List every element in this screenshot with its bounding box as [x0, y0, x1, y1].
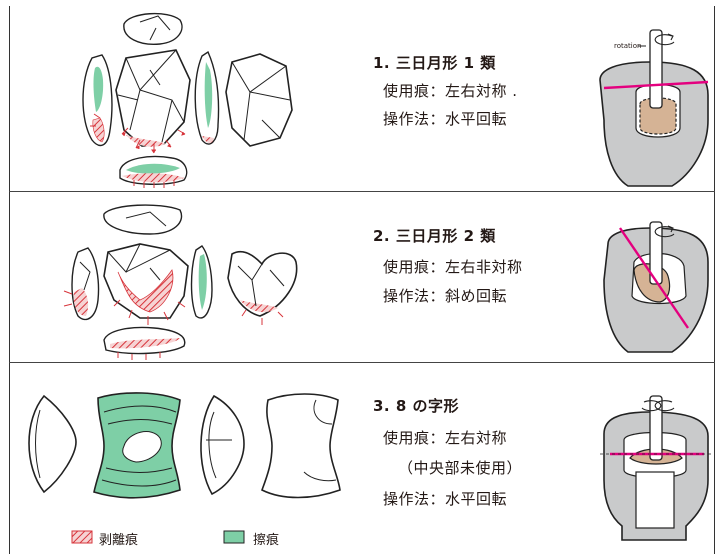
row3-note-text: （中央部未使用） — [398, 457, 522, 478]
row3-main-face-polished — [94, 393, 180, 498]
row2-bottom-view — [104, 328, 185, 354]
row3-back-face — [262, 394, 340, 498]
row2-main-face — [104, 244, 188, 318]
row1-bottom-view — [120, 157, 187, 185]
row1-main-face — [116, 50, 190, 147]
row1-right-profile — [195, 52, 218, 144]
row2-back-face — [228, 252, 297, 316]
row2-right-profile — [192, 246, 213, 318]
row3-right-profile — [201, 396, 244, 494]
row1-operation-text: 操作法：水平回転 — [383, 108, 507, 129]
row3-title: 3. 8 の字形 — [373, 395, 459, 416]
row3-wear-text: 使用痕：左右対称 — [383, 427, 507, 448]
row1-top-view — [124, 14, 182, 45]
row2-operation-text: 操作法：斜め回転 — [383, 285, 507, 306]
row2-title: 2. 三日月形 2 類 — [373, 225, 496, 246]
legend-polish-swatch — [224, 531, 244, 543]
row1-back-face — [226, 54, 292, 146]
row2-container-illustration — [604, 222, 708, 352]
row1-title: 1. 三日月形 1 類 — [373, 52, 496, 73]
row3-container-illustration — [600, 396, 714, 540]
rotation-label: rotation — [614, 42, 641, 50]
row2-top-view — [104, 205, 182, 234]
row3-operation-text: 操作法：水平回転 — [383, 488, 507, 509]
row2-left-profile — [72, 248, 99, 319]
legend-flake-swatch — [72, 531, 92, 543]
legend-flake-label: 剥離痕 — [99, 529, 138, 548]
row3-left-profile — [29, 396, 76, 492]
row2-wear-text: 使用痕：左右非対称 — [383, 256, 523, 277]
row1-left-profile — [83, 55, 112, 145]
legend-polish-label: 擦痕 — [253, 529, 279, 548]
row1-container-illustration — [600, 30, 708, 186]
row1-wear-text: 使用痕：左右対称 . — [383, 80, 518, 101]
